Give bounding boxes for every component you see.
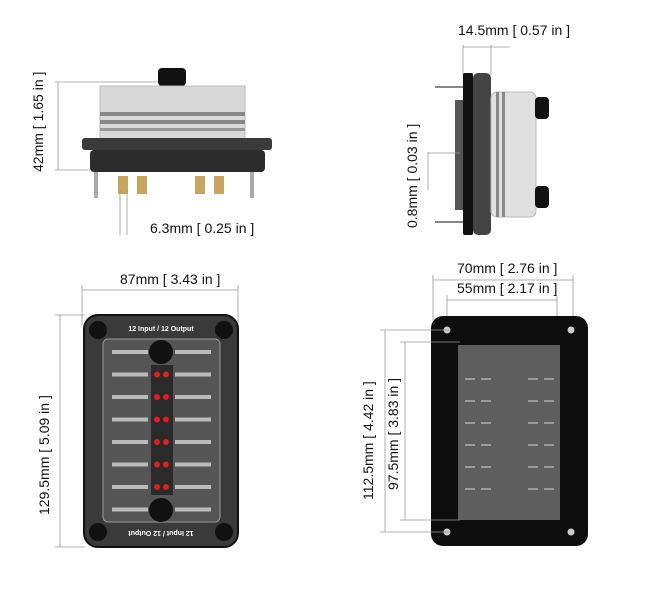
led-indicator bbox=[163, 439, 169, 445]
fuse-slot bbox=[112, 350, 148, 354]
led-indicator bbox=[154, 371, 160, 378]
panel-label-top: 12 Input / 12 Output bbox=[128, 326, 194, 333]
dim-mount-height-outer: 112.5mm [ 4.42 in ] bbox=[360, 381, 376, 500]
fuse-mark bbox=[481, 488, 491, 490]
fuse-mark bbox=[544, 378, 554, 380]
fuse-rows bbox=[112, 350, 211, 512]
fuse-slot bbox=[112, 440, 148, 444]
led-indicator bbox=[163, 371, 169, 378]
dim-mount-width-inner: 55mm [ 2.17 in ] bbox=[457, 280, 558, 296]
dim-depth: 14.5mm [ 0.57 in ] bbox=[458, 22, 571, 38]
fuse-slot bbox=[112, 485, 148, 489]
led-indicator bbox=[154, 394, 160, 400]
led-indicator bbox=[163, 461, 169, 468]
fuse-slot bbox=[112, 462, 148, 467]
fuse-slot bbox=[175, 350, 211, 354]
side-profile-view bbox=[427, 45, 549, 235]
led-indicator bbox=[163, 484, 169, 490]
mounting-view bbox=[380, 275, 588, 546]
fuse-mark bbox=[528, 488, 538, 490]
front-side-view bbox=[55, 68, 272, 235]
fuse-slot bbox=[175, 372, 211, 377]
fuse-slot bbox=[175, 417, 211, 422]
fuse-mark bbox=[528, 444, 538, 446]
led-indicator bbox=[154, 484, 160, 490]
led-indicator bbox=[163, 416, 169, 423]
fuse-mark bbox=[481, 466, 491, 468]
fuse-mark bbox=[528, 422, 538, 424]
led-indicator bbox=[154, 416, 160, 423]
led-indicator bbox=[163, 394, 169, 400]
fuse-mark bbox=[465, 488, 475, 490]
fuse-slot bbox=[175, 462, 211, 467]
fuse-mark bbox=[528, 378, 538, 380]
panel-label-bottom: 12 Input / 12 Output bbox=[128, 529, 194, 536]
fuse-slot bbox=[112, 417, 148, 422]
led-indicator bbox=[154, 461, 160, 468]
fuse-mark bbox=[544, 466, 554, 468]
fuse-slot bbox=[175, 507, 211, 512]
fuse-mark bbox=[544, 422, 554, 424]
dim-mount-width-outer: 70mm [ 2.76 in ] bbox=[457, 260, 558, 276]
fuse-mark bbox=[465, 422, 475, 424]
dim-plate-thickness: 0.8mm [ 0.03 in ] bbox=[404, 123, 420, 228]
fuse-mark bbox=[465, 444, 475, 446]
fuse-slot bbox=[112, 507, 148, 512]
dim-mount-height-inner: 97.5mm [ 3.83 in ] bbox=[385, 377, 401, 490]
fuse-mark bbox=[481, 444, 491, 446]
fuse-mark bbox=[544, 488, 554, 490]
fuse-mark bbox=[544, 444, 554, 446]
fuse-mark bbox=[481, 400, 491, 402]
fuse-slot bbox=[175, 395, 211, 399]
dim-terminal-width: 6.3mm [ 0.25 in ] bbox=[150, 220, 255, 236]
fuse-mark bbox=[528, 400, 538, 402]
fuse-mark bbox=[465, 378, 475, 380]
dim-side-height: 42mm [ 1.65 in ] bbox=[30, 71, 46, 172]
fuse-slot bbox=[175, 440, 211, 444]
fuse-mark bbox=[465, 400, 475, 402]
top-panel-view bbox=[55, 285, 239, 548]
dim-overall-width: 87mm [ 3.43 in ] bbox=[120, 271, 221, 287]
fuse-slot bbox=[112, 395, 148, 399]
fuse-slot bbox=[175, 485, 211, 489]
fuse-mark bbox=[465, 466, 475, 468]
fuse-mark bbox=[481, 422, 491, 424]
led-indicator bbox=[154, 439, 160, 445]
dim-overall-height: 129.5mm [ 5.09 in ] bbox=[36, 395, 52, 515]
fuse-mark bbox=[544, 400, 554, 402]
fuse-slot bbox=[112, 372, 148, 377]
fuse-mark bbox=[481, 378, 491, 380]
fuse-mark bbox=[528, 466, 538, 468]
mount-fuse-marks bbox=[465, 378, 554, 490]
